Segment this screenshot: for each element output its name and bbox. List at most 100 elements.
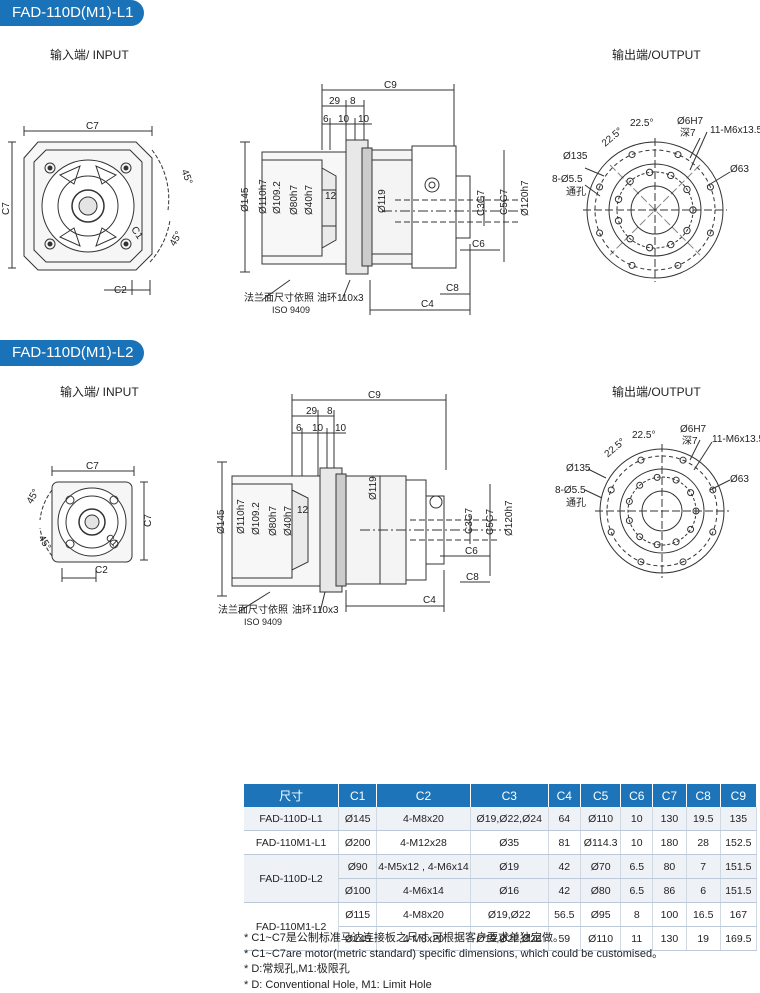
table-cell: 81 (548, 831, 580, 855)
m6-label-2: 11-M6x13.5 (712, 434, 760, 445)
notes-block: * C1~C7是公制标准马达连接板之尺寸,可根据客户要求单独定做。 * C1~C… (244, 931, 663, 993)
table-cell: Ø19,Ø22,Ø24 (470, 807, 548, 831)
table-cell: 4-M8x20 (377, 903, 471, 927)
table-cell: 151.5 (720, 855, 756, 879)
col-header: C9 (720, 784, 756, 807)
table-cell: 152.5 (720, 831, 756, 855)
d6h7-label-2: Ø6H7 (680, 424, 707, 435)
col-header: C4 (548, 784, 580, 807)
bolt-hole (608, 487, 614, 493)
col-header: C7 (653, 784, 687, 807)
bolt-hole (629, 262, 635, 268)
table-cell: FAD-110D-L2 (244, 855, 339, 903)
table-cell: Ø19 (470, 855, 548, 879)
col-header: C6 (621, 784, 653, 807)
table-cell: FAD-110D-L1 (244, 807, 339, 831)
table-cell: Ø145 (339, 807, 377, 831)
table-cell: Ø16 (470, 879, 548, 903)
m6-label: 11-M6x13.5 (710, 125, 760, 136)
col-header: 尺寸 (244, 784, 339, 807)
table-cell: Ø90 (339, 855, 377, 879)
col-header: C5 (580, 784, 621, 807)
table-cell: 4-M12x28 (377, 831, 471, 855)
table-cell: 42 (548, 855, 580, 879)
note-line: * D: Conventional Hole, M1: Limit Hole (244, 978, 663, 993)
col-header: C3 (470, 784, 548, 807)
table-cell: 135 (720, 807, 756, 831)
bolt-hole (688, 490, 694, 496)
table-cell: 4-M5x12 , 4-M6x14 (377, 855, 471, 879)
note-line: * C1~C7是公制标准马达连接板之尺寸,可根据客户要求单独定做。 (244, 931, 663, 947)
table-cell: 80 (653, 855, 687, 879)
d6h7-label: Ø6H7 (677, 116, 704, 127)
table-header-row: 尺寸 C1 C2 C3 C4 C5 C6 C7 C8 C9 (244, 784, 757, 807)
bolt-hole (675, 152, 681, 158)
note-line: * C1~C7are motor(metric standard) specif… (244, 947, 663, 963)
table-row: FAD-110M1-L2 Ø115 4-M8x20 Ø19,Ø22 56.5 Ø… (244, 903, 757, 927)
table-cell: 28 (686, 831, 720, 855)
angle-225a: 22.5° (600, 126, 625, 150)
depth-label: 深7 (680, 127, 696, 139)
table-cell: Ø115 (339, 903, 377, 927)
through-label: 通孔 (566, 186, 586, 198)
table-cell: Ø95 (580, 903, 621, 927)
table-cell: 4-M8x20 (377, 807, 471, 831)
table-cell: Ø100 (339, 879, 377, 903)
angle-225b-2: 22.5° (632, 430, 655, 441)
col-header: C2 (377, 784, 471, 807)
angle-225a-2: 22.5° (603, 437, 628, 461)
table-cell: 180 (653, 831, 687, 855)
table-cell: 64 (548, 807, 580, 831)
table-cell: 4-M6x14 (377, 879, 471, 903)
table-cell: 6.5 (621, 879, 653, 903)
table-cell: 6.5 (621, 855, 653, 879)
table-cell: FAD-110M1-L1 (244, 831, 339, 855)
table-row: FAD-110M1-L1 Ø200 4-M12x28 Ø35 81 Ø114.3… (244, 831, 757, 855)
through-label-2: 通孔 (566, 497, 586, 509)
bolt-hole (638, 457, 644, 463)
table-cell: Ø70 (580, 855, 621, 879)
table-cell: 10 (621, 807, 653, 831)
bolt-hole (673, 477, 679, 483)
table-cell: Ø200 (339, 831, 377, 855)
table-cell: 169.5 (720, 927, 756, 951)
depth-label-2: 深7 (682, 435, 698, 447)
table-cell: 7 (686, 855, 720, 879)
output-view-l1: 22.5° 22.5° Ø6H7 深7 11-M6x13.5 Ø135 Ø63 … (0, 0, 760, 330)
table-cell: 151.5 (720, 879, 756, 903)
bolt-hole (629, 152, 635, 158)
table-cell: 16.5 (686, 903, 720, 927)
table-cell: 167 (720, 903, 756, 927)
output-view-l2: 22.5° 22.5° Ø6H7 深7 11-M6x13.5 Ø135 Ø63 … (0, 330, 760, 640)
table-cell: 8 (621, 903, 653, 927)
bolt-hole (688, 526, 694, 532)
col-header: C1 (339, 784, 377, 807)
d135-label: Ø135 (563, 151, 588, 162)
dimension-table: 尺寸 C1 C2 C3 C4 C5 C6 C7 C8 C9 FAD-110D-L… (244, 784, 757, 951)
bolt-hole (615, 218, 621, 224)
bolt-hole (673, 539, 679, 545)
d63-label: Ø63 (730, 164, 749, 175)
table-cell: 19 (686, 927, 720, 951)
col-header: C8 (686, 784, 720, 807)
table-cell: 6 (686, 879, 720, 903)
bolt-hole (668, 241, 674, 247)
d135-label-2: Ø135 (566, 463, 591, 474)
table-cell: 10 (621, 831, 653, 855)
holes-label: 8-Ø5.5 (552, 174, 583, 185)
table-cell: Ø35 (470, 831, 548, 855)
angle-225b: 22.5° (630, 118, 653, 129)
d63-label-2: Ø63 (730, 474, 749, 485)
table-row: FAD-110D-L2 Ø90 4-M5x12 , 4-M6x14 Ø19 42… (244, 855, 757, 879)
table-cell: Ø110 (580, 807, 621, 831)
table-cell: Ø19,Ø22 (470, 903, 548, 927)
table-cell: Ø114.3 (580, 831, 621, 855)
table-cell: 19.5 (686, 807, 720, 831)
table-cell: Ø80 (580, 879, 621, 903)
table-cell: 100 (653, 903, 687, 927)
holes-label-2: 8-Ø5.5 (555, 485, 586, 496)
table-cell: 86 (653, 879, 687, 903)
table-cell: 130 (653, 807, 687, 831)
note-line: * D:常规孔,M1:极限孔 (244, 962, 663, 978)
table-cell: 42 (548, 879, 580, 903)
